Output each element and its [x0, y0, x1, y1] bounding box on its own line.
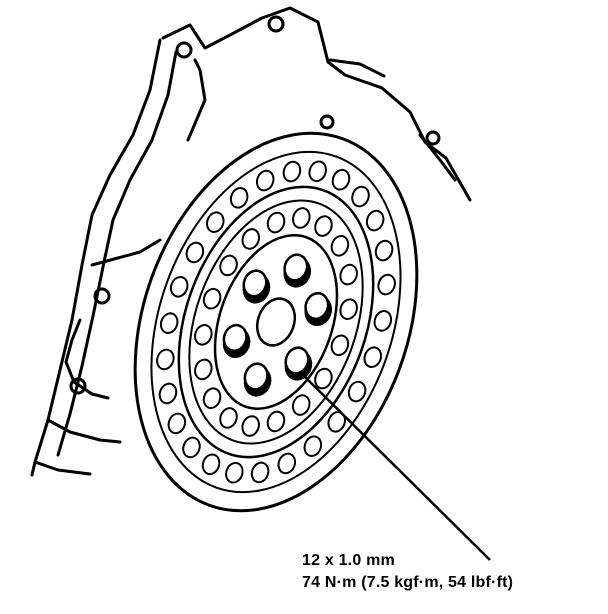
- bolt-size-label: 12 x 1.0 mm: [302, 552, 395, 569]
- block-bolt-hole: [69, 377, 87, 395]
- plate-hole: [373, 310, 393, 332]
- plate-hole: [282, 160, 302, 183]
- plate-hole: [241, 228, 261, 250]
- plate-hole: [159, 312, 179, 334]
- mounting-bolt: [284, 346, 313, 381]
- mounting-bolt: [304, 291, 333, 327]
- plate-hole: [331, 168, 351, 191]
- plate-hole: [314, 367, 333, 390]
- block-bolt-hole: [175, 41, 193, 59]
- plate-hole: [229, 187, 249, 209]
- plate-hole: [351, 185, 370, 208]
- mounting-bolt: [243, 362, 272, 397]
- plate-hole: [202, 387, 222, 410]
- plate-hole: [330, 334, 350, 357]
- plate-hole: [314, 215, 333, 237]
- block-bolt-hole: [425, 130, 441, 146]
- plate-hole: [374, 239, 394, 262]
- plate-hole: [156, 348, 175, 371]
- plate-hole: [202, 287, 222, 310]
- plate-hole: [241, 415, 260, 437]
- plate-hole: [363, 346, 383, 369]
- plate-hole: [347, 380, 367, 403]
- plate-hole: [308, 160, 327, 183]
- plate-hole: [158, 382, 178, 405]
- plate-hole: [219, 254, 238, 277]
- plate-hole: [291, 394, 311, 416]
- plate-hole: [182, 436, 201, 459]
- plate-hole: [206, 211, 225, 233]
- plate-hole: [339, 298, 358, 320]
- plate-hole: [219, 407, 238, 429]
- plate-hole: [167, 412, 187, 435]
- inner-hole-ring: [194, 207, 358, 437]
- plate-hole: [250, 461, 270, 484]
- mounting-bolt: [222, 323, 251, 359]
- plate-hole: [277, 452, 297, 475]
- leader-line: [299, 371, 491, 561]
- outer-hole-ring: [156, 160, 396, 484]
- plate-hole: [365, 209, 385, 232]
- engine-block-outline: [30, 6, 472, 477]
- block-bolt-hole: [267, 15, 285, 33]
- block-bolt-hole: [319, 114, 335, 130]
- plate-hole: [194, 358, 213, 381]
- plate-hole: [185, 241, 205, 264]
- hub-center-bore: [255, 297, 297, 347]
- plate-hole: [377, 273, 396, 296]
- mounting-bolt: [242, 269, 271, 304]
- plate-hole: [225, 461, 244, 484]
- plate-hole: [201, 453, 221, 476]
- plate-hole: [330, 234, 350, 257]
- hub-bolt-group: [222, 253, 333, 397]
- block-bolt-hole: [93, 287, 111, 305]
- plate-hole: [266, 211, 286, 234]
- plate-hole: [169, 275, 189, 298]
- plate-hole: [303, 435, 323, 457]
- plate-hole: [339, 263, 358, 286]
- mounting-bolt: [283, 253, 312, 288]
- plate-hole: [292, 207, 311, 229]
- plate-hole: [266, 410, 286, 433]
- plate-hole: [194, 324, 213, 346]
- torque-spec-label: 74 N·m (7.5 kgf·m, 54 lbf·ft): [302, 574, 514, 591]
- plate-hole: [255, 169, 275, 192]
